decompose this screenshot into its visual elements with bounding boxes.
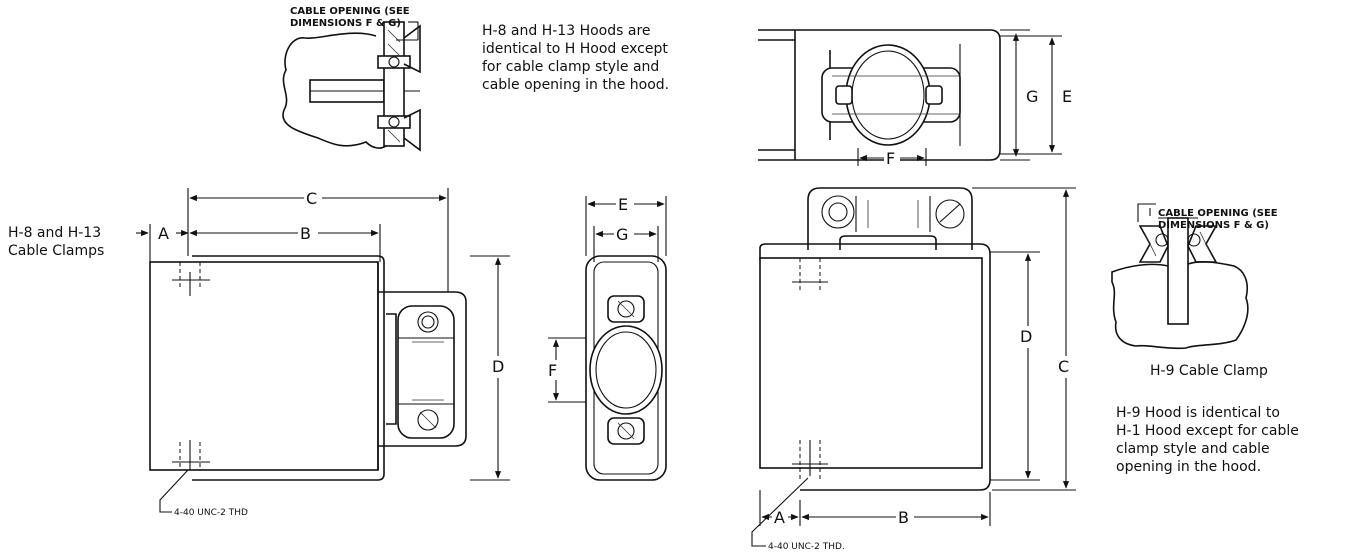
dim-c-right: C: [1058, 357, 1069, 376]
side-view-hood-right: [759, 187, 991, 491]
dim-a-left: A: [158, 224, 169, 243]
dim-e-top: E: [1062, 87, 1072, 106]
h9-hood-line3: clamp style and cable: [1116, 441, 1270, 457]
h8-h13-clamps-line2: Cable Clamps: [8, 243, 105, 259]
dim-d-right: D: [1020, 327, 1032, 346]
dim-e-end: E: [618, 195, 628, 214]
dim-b-left: B: [300, 224, 311, 243]
dim-f-end: F: [548, 361, 557, 380]
h9-clamp-detail: [1111, 208, 1249, 350]
dim-f-top: F: [886, 149, 895, 168]
right-callout-line1: CABLE OPENING (SEE: [1158, 208, 1278, 219]
dim-b-right: B: [898, 508, 909, 527]
h8-h13-clamps-label: H-8 and H-13 Cable Clamps: [8, 224, 104, 260]
right-callout-line2: DIMENSIONS F & G): [1158, 220, 1269, 231]
side-view-hood-left: [149, 255, 467, 481]
h8-h13-hoods-line1: H-8 and H-13 Hoods are: [482, 23, 651, 39]
dim-c-left: C: [306, 189, 317, 208]
thread-callout-left: 4-40 UNC-2 THD: [174, 508, 248, 518]
top-callout-line1: CABLE OPENING (SEE: [290, 6, 410, 17]
h9-hood-note: H-9 Hood is identical to H-1 Hood except…: [1116, 404, 1299, 476]
h8-h13-hoods-line2: identical to H Hood except: [482, 41, 668, 57]
top-callout-line2: DIMENSIONS F & G): [290, 18, 401, 29]
h9-clamp-label: H-9 Cable Clamp: [1150, 363, 1268, 379]
top-view-hood: [758, 29, 1062, 161]
h8-h13-hoods-line3: for cable clamp style and: [482, 59, 660, 75]
dim-a-right: A: [774, 508, 785, 527]
h8-h13-hoods-line4: cable opening in the hood.: [482, 77, 670, 93]
top-left-detail: [282, 21, 421, 152]
thread-callout-right: 4-40 UNC-2 THD.: [768, 542, 845, 552]
dim-g-top: G: [1026, 87, 1038, 106]
h9-hood-line4: opening in the hood.: [1116, 459, 1262, 475]
h8-h13-hoods-note: H-8 and H-13 Hoods are identical to H Ho…: [482, 22, 669, 94]
dim-d-left: D: [492, 357, 504, 376]
dim-g-end: G: [616, 225, 628, 244]
h9-hood-line1: H-9 Hood is identical to: [1116, 405, 1280, 421]
h9-hood-line2: H-1 Hood except for cable: [1116, 423, 1299, 439]
end-view-hood: [548, 255, 667, 481]
h8-h13-clamps-line1: H-8 and H-13: [8, 225, 102, 241]
